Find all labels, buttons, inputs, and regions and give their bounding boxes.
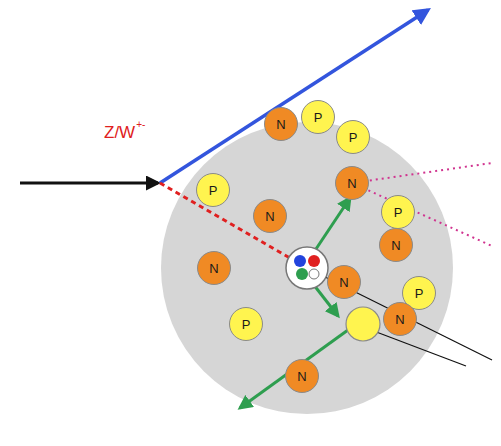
nucleon-letter: P	[349, 131, 358, 144]
boson-label: Z/W	[104, 124, 135, 141]
dotted-track	[352, 183, 492, 246]
nucleon: N	[383, 302, 417, 336]
nucleon: N	[197, 251, 231, 285]
quark	[294, 255, 306, 267]
nucleon-letter: N	[297, 370, 306, 383]
struck-nucleon	[346, 307, 380, 341]
nucleon-letter: N	[339, 276, 348, 289]
incoming-neutrino	[20, 182, 158, 185]
nucleon: N	[285, 359, 319, 393]
nucleon-letter: P	[314, 111, 323, 124]
nucleon-arrow	[240, 330, 348, 408]
nucleon: N	[379, 228, 413, 262]
boson-label: +-	[136, 120, 145, 130]
nucleon-letter: N	[395, 313, 404, 326]
nucleon-letter: N	[265, 210, 274, 223]
nucleon-letter: N	[347, 177, 356, 190]
nucleon: P	[301, 100, 335, 134]
quark	[296, 268, 308, 280]
nucleon: N	[253, 199, 287, 233]
dotted-track	[352, 163, 492, 183]
nucleon: P	[229, 307, 263, 341]
nucleon: N	[264, 107, 298, 141]
nucleon-letter: P	[394, 206, 403, 219]
quark	[308, 255, 320, 267]
nucleus	[161, 122, 453, 414]
nucleon: N	[327, 265, 361, 299]
nucleon-letter: N	[276, 118, 285, 131]
nucleon: N	[335, 166, 369, 200]
outgoing-lepton	[160, 10, 428, 183]
nucleon: P	[196, 173, 230, 207]
nucleon: P	[381, 195, 415, 229]
nucleon-letter: P	[415, 287, 424, 300]
nucleon-letter: P	[242, 318, 251, 331]
nucleon-letter: N	[209, 262, 218, 275]
quark-bag	[286, 247, 328, 289]
nucleon-letter: P	[209, 184, 218, 197]
quark	[309, 269, 319, 279]
nucleon: P	[336, 120, 370, 154]
nucleon-letter: N	[391, 239, 400, 252]
